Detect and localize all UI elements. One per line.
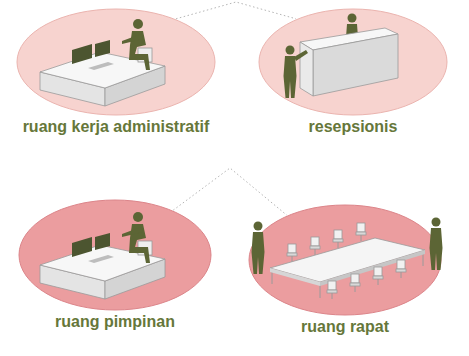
room-label: ruang rapat [301,317,389,336]
room-ellipse [258,8,448,116]
room-ellipse [248,204,442,316]
room-node: ruang rapat [248,204,442,336]
dotted-connector [173,168,287,215]
room-label: ruang kerja administratif [23,117,210,136]
room-node: resepsionis [258,8,448,136]
room-node: ruang pimpinan [18,199,212,331]
room-ellipse [18,199,212,311]
room-label: resepsionis [309,117,398,136]
dotted-connector [176,2,296,19]
room-label: ruang pimpinan [55,312,175,331]
room-ellipse [16,8,216,116]
room-node: ruang kerja administratif [16,8,216,136]
